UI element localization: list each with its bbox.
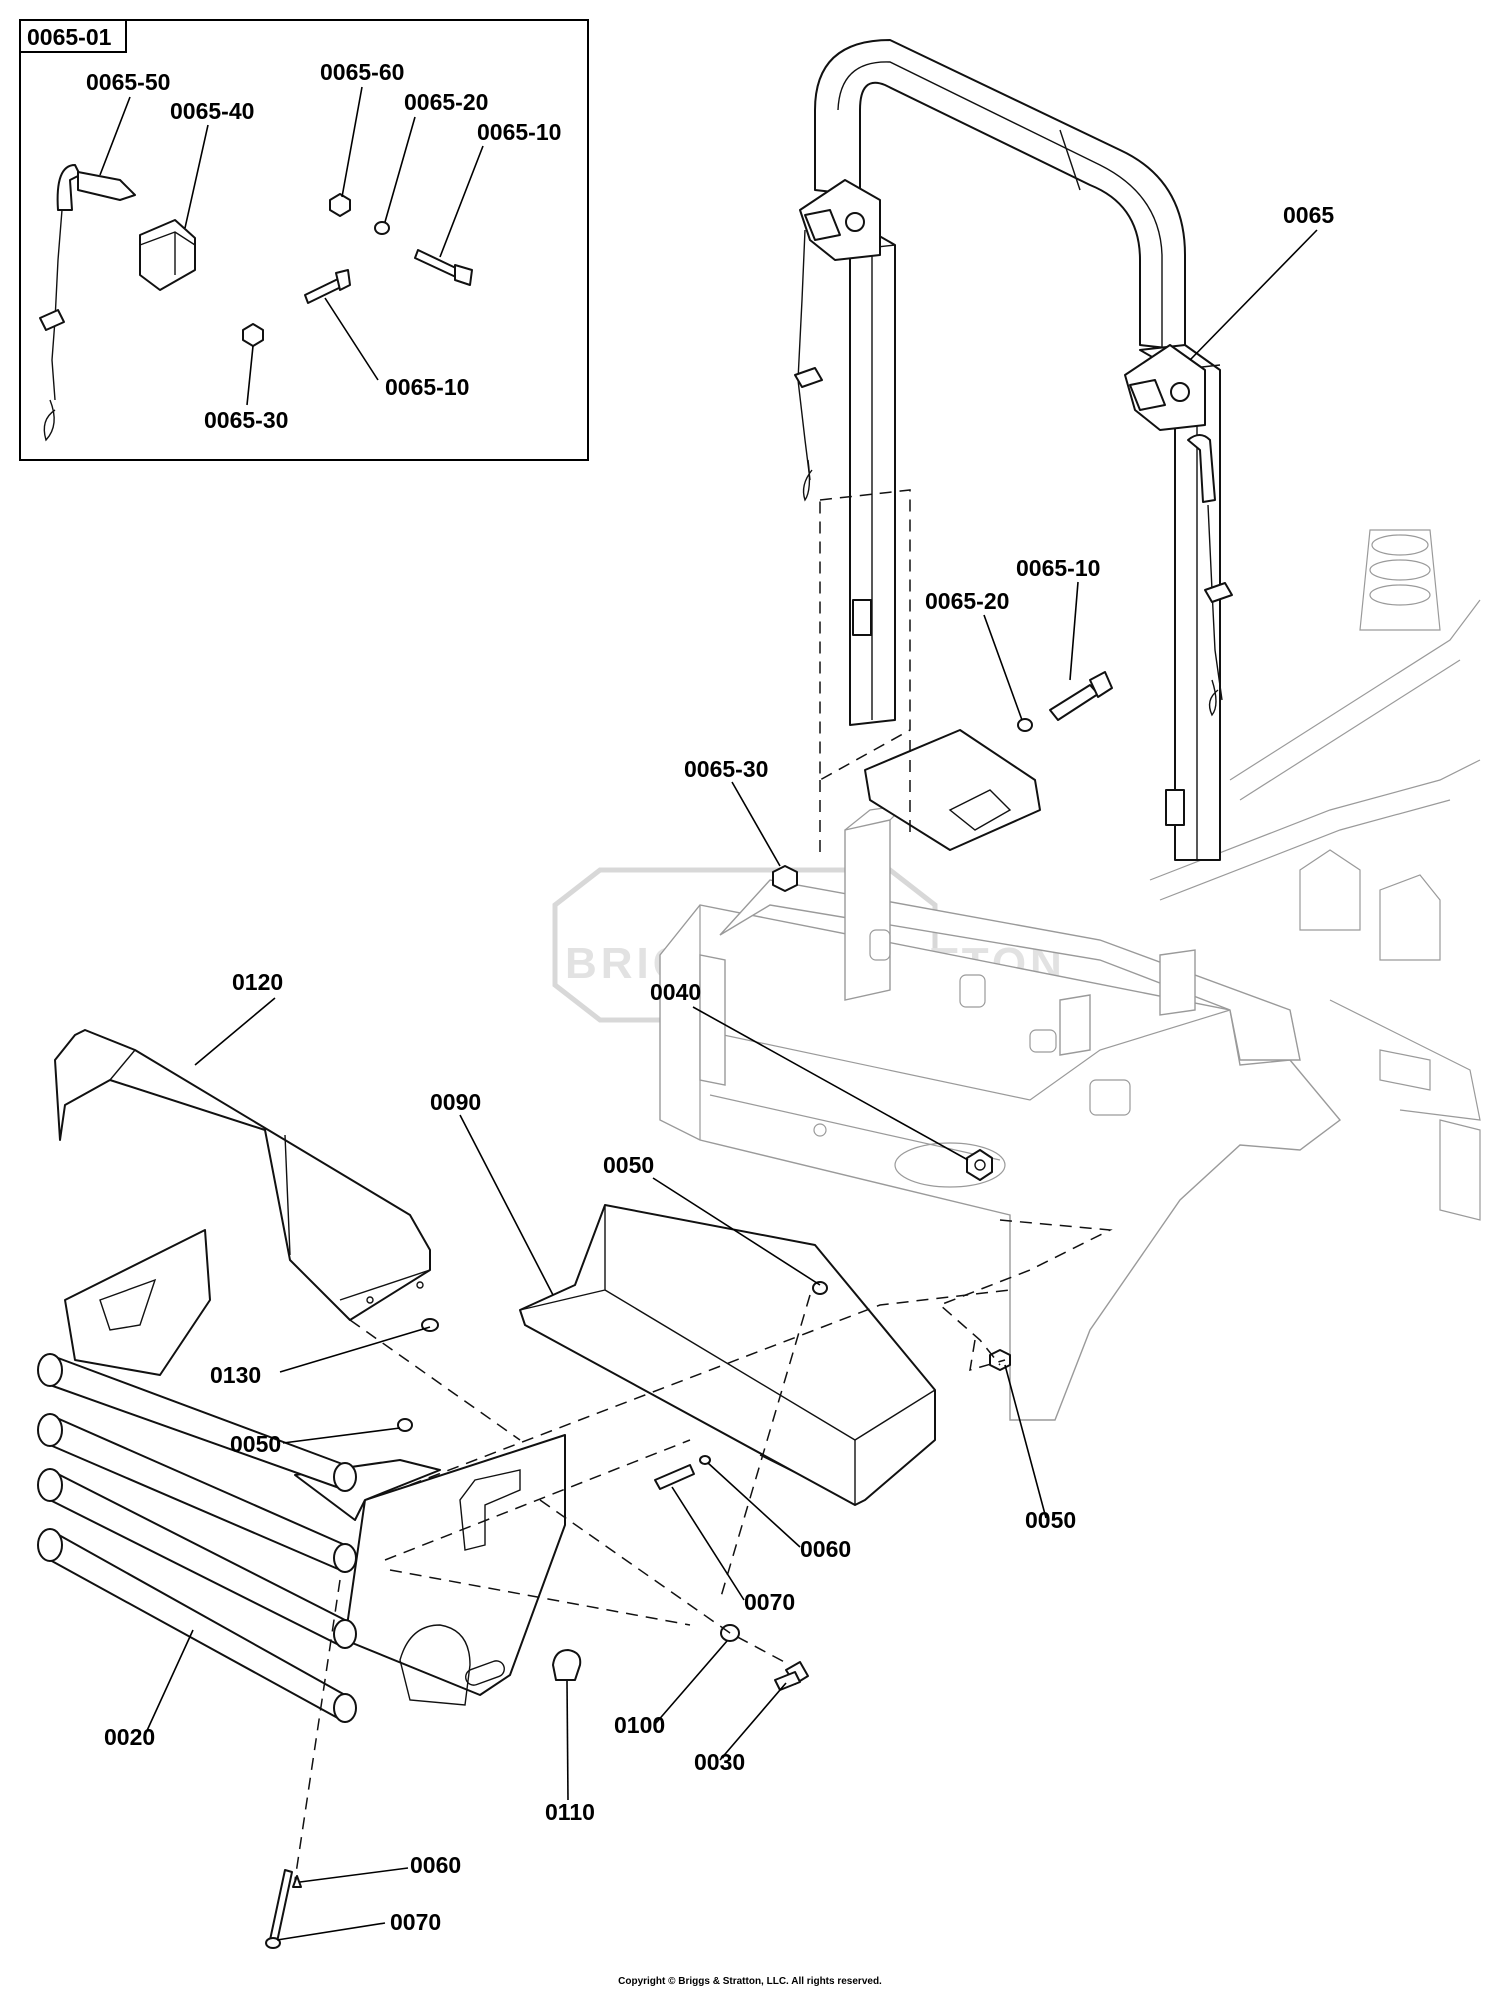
callout-0130: 0130	[210, 1362, 261, 1388]
callout-0110: 0110	[545, 1799, 595, 1825]
inset-leaders	[99, 86, 484, 406]
callout-0065-10-lower: 0065-10	[385, 374, 469, 400]
part-0120-cover	[54, 1029, 431, 1321]
roll-bar-assembly	[794, 39, 1233, 861]
mower-frame	[659, 529, 1481, 1421]
inset-callouts: 0065-50 0065-40 0065-60 0065-20 0065-10 …	[86, 59, 561, 433]
bumper-tubes	[37, 1353, 357, 1723]
callout-0065-30: 0065-30	[204, 407, 288, 433]
callout-0065-10: 0065-10	[1016, 555, 1100, 581]
callout-0065-10-upper: 0065-10	[477, 119, 561, 145]
callout-0030: 0030	[694, 1749, 745, 1775]
part-0040-nut	[966, 1149, 993, 1181]
callout-0070-mid: 0070	[744, 1589, 795, 1615]
copyright-notice: Copyright © Briggs & Stratton, LLC. All …	[618, 1976, 882, 1987]
callout-0050-right: 0050	[1025, 1507, 1076, 1533]
callout-0065-30: 0065-30	[684, 756, 768, 782]
assembly-lines	[294, 1219, 1113, 1881]
callout-0065-40: 0065-40	[170, 98, 254, 124]
callout-0090: 0090	[430, 1089, 481, 1115]
callout-0065-50: 0065-50	[86, 69, 170, 95]
hardware-small	[265, 1281, 1011, 1949]
callout-0065-20: 0065-20	[925, 588, 1009, 614]
callout-0050-left: 0050	[230, 1431, 281, 1457]
callout-0065-60: 0065-60	[320, 59, 404, 85]
callout-0065: 0065	[1283, 202, 1334, 228]
inset-0065-01: 0065-01	[19, 19, 589, 461]
main-leaders	[144, 229, 1318, 1941]
part-0090-floor-pan	[519, 1204, 936, 1506]
callout-0100: 0100	[614, 1712, 665, 1738]
inset-title: 0065-01	[27, 24, 112, 50]
callout-0040: 0040	[650, 979, 701, 1005]
callout-0060-mid: 0060	[800, 1536, 851, 1562]
callout-0065-20: 0065-20	[404, 89, 488, 115]
roll-bar-mount-plate	[772, 489, 1113, 892]
callout-0050-top: 0050	[603, 1152, 654, 1178]
callout-0060-bottom: 0060	[410, 1852, 461, 1878]
callout-0020: 0020	[104, 1724, 155, 1750]
main-callouts: 0065 0065-10 0065-20 0065-30 0120 0040 0…	[104, 202, 1334, 1935]
callout-0070-bottom: 0070	[390, 1909, 441, 1935]
callout-0120: 0120	[232, 969, 283, 995]
part-0020-front-bumper	[37, 1229, 566, 1723]
